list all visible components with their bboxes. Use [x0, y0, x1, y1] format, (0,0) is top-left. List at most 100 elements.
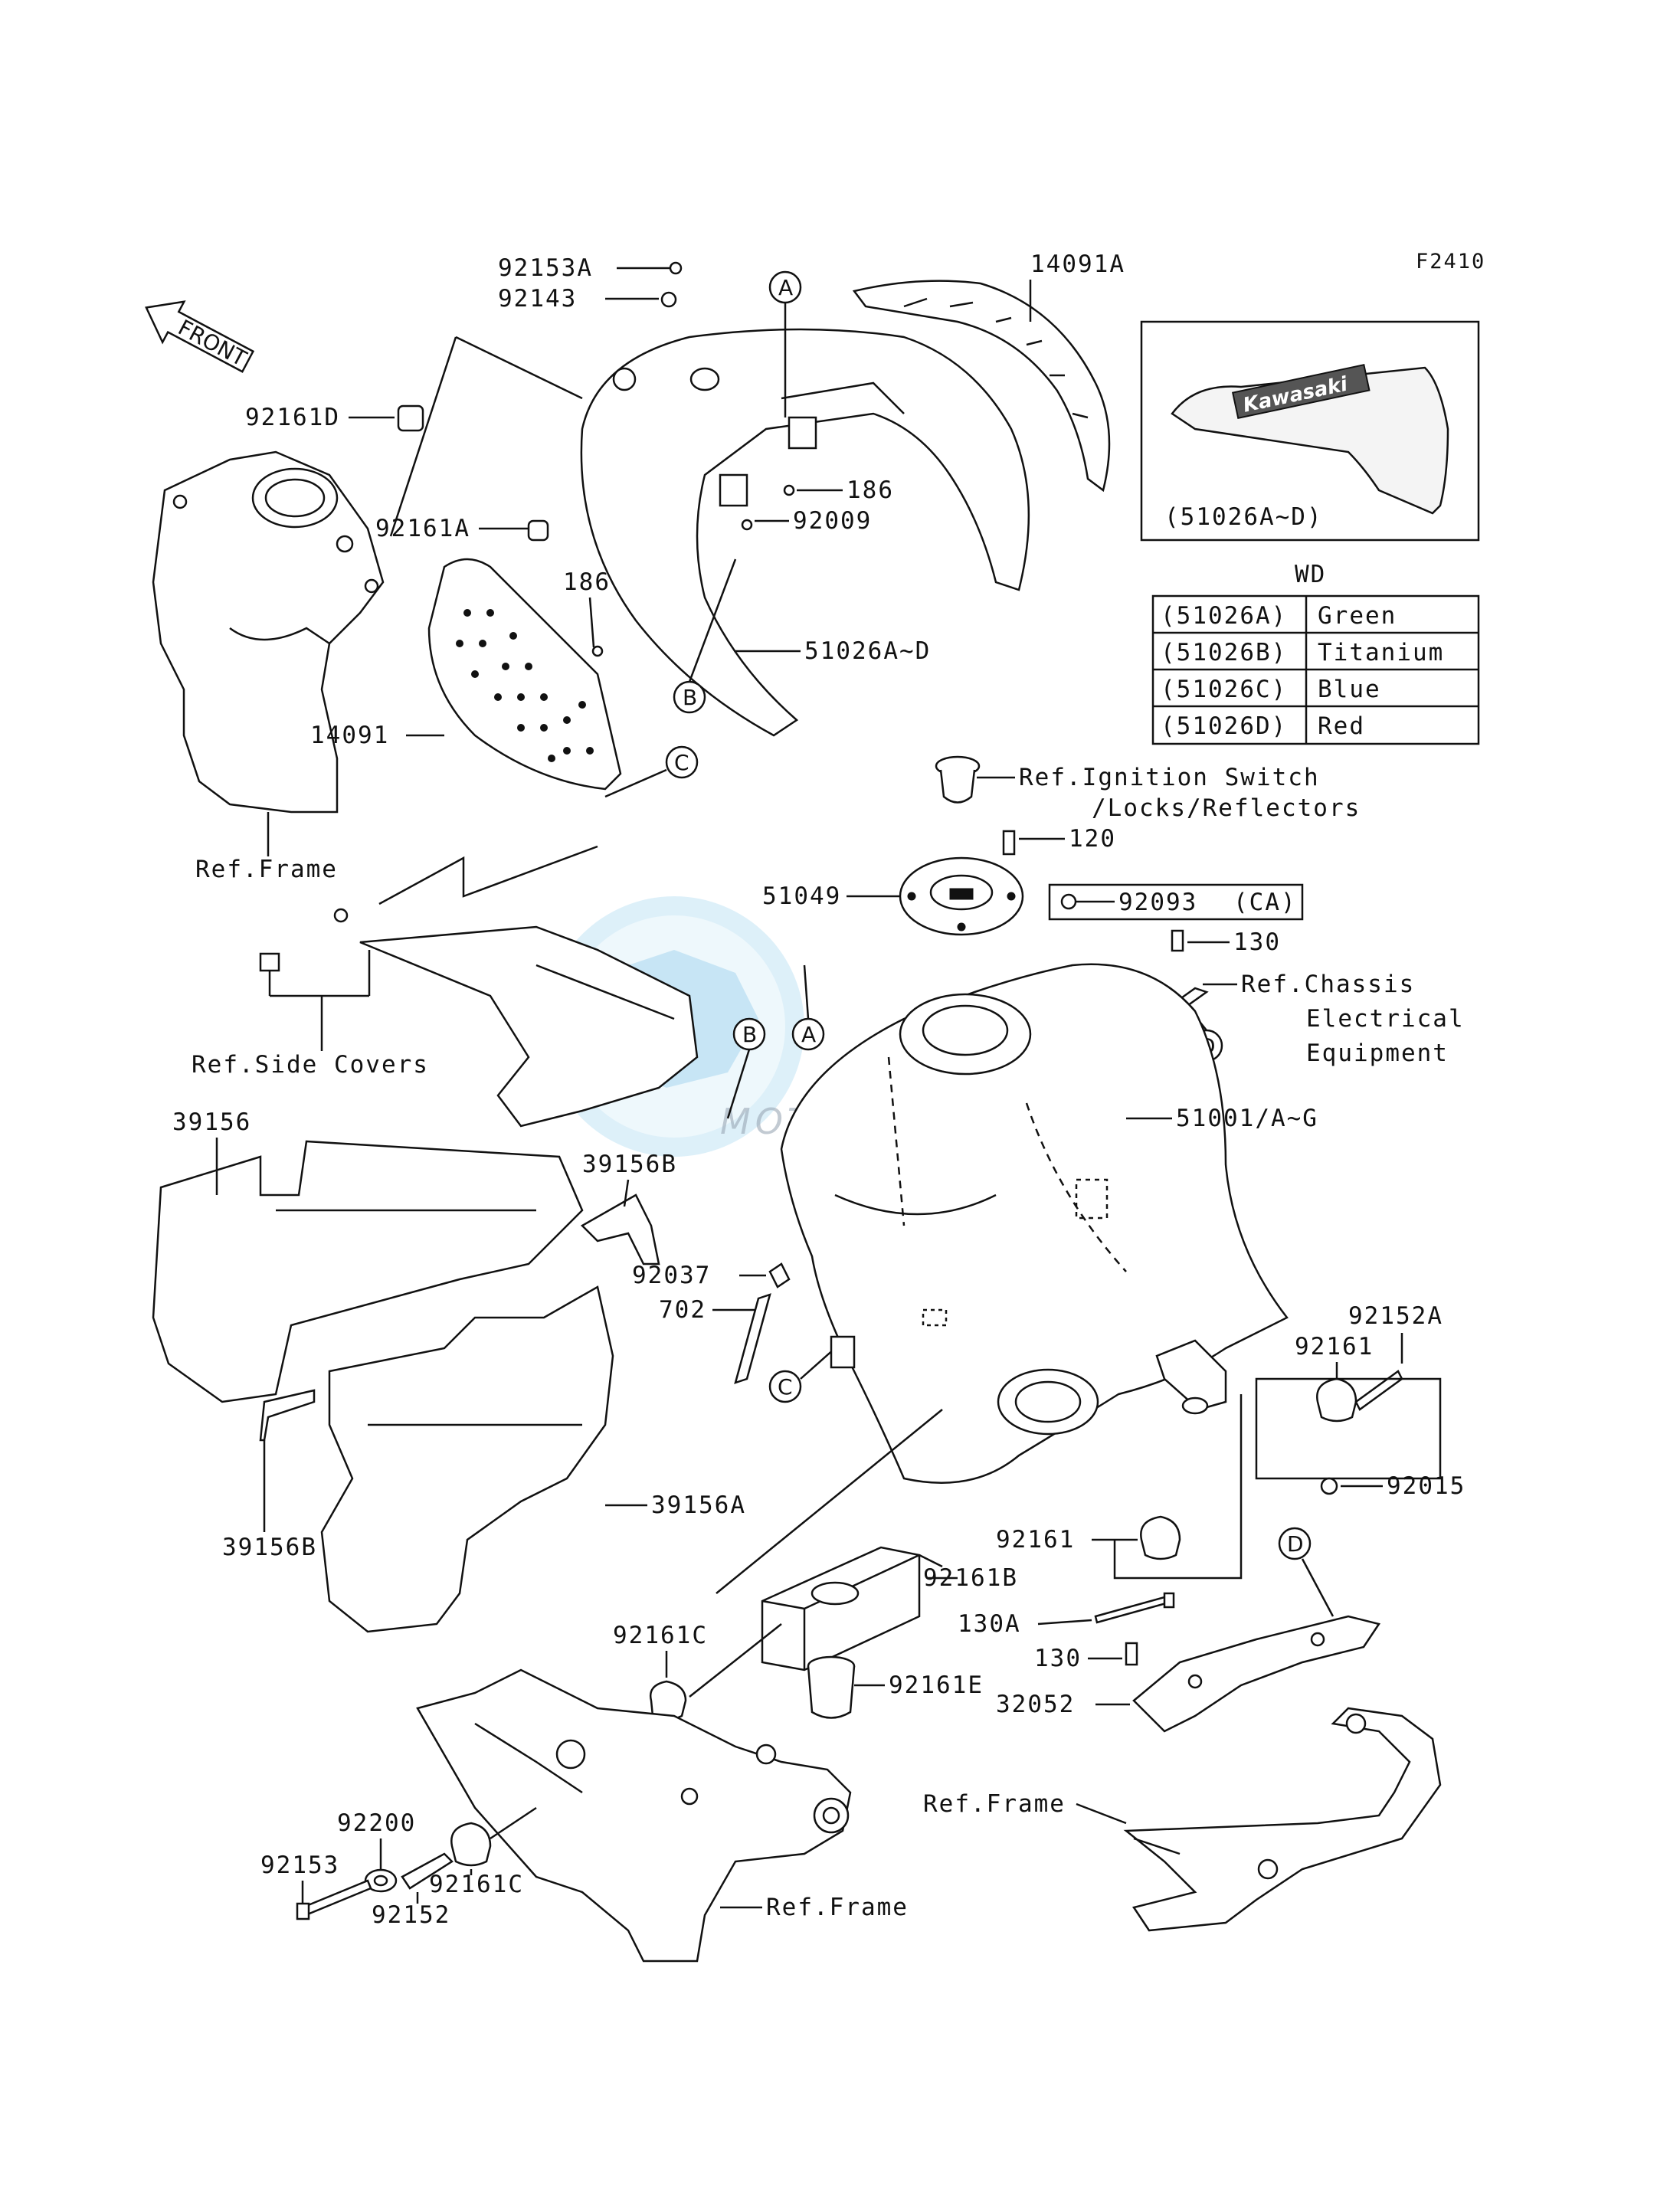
bolt-icon	[296, 1879, 372, 1920]
ref-ignition-label-1: Ref.Ignition Switch	[1019, 764, 1320, 791]
part-label-92200: 92200	[337, 1809, 416, 1837]
ref-ignition-label-2: /Locks/Reflectors	[1092, 794, 1361, 822]
rubber-damper-part	[450, 1822, 492, 1867]
part-label-92093-note: (CA)	[1233, 889, 1297, 916]
part-label-39156: 39156	[172, 1108, 251, 1136]
bracket-part	[1155, 1339, 1227, 1415]
part-label-14091A: 14091A	[1030, 250, 1125, 278]
bolt-icon	[1094, 1592, 1175, 1624]
part-label-32052: 32052	[996, 1691, 1075, 1718]
ref-frame-label-1: Ref.Frame	[195, 856, 338, 883]
bolt-icon	[397, 261, 795, 657]
ref-chassis-label-2: Electrical	[1306, 1005, 1465, 1033]
ref-marker-b: B	[726, 1017, 766, 1119]
part-label-92037: 92037	[632, 1262, 711, 1289]
part-label-92153: 92153	[260, 1852, 339, 1879]
ref-side-covers-label: Ref.Side Covers	[192, 1051, 429, 1079]
part-label-92152: 92152	[372, 1901, 450, 1929]
heat-shield-39156B	[580, 1193, 660, 1265]
table-row-color: Red	[1318, 712, 1365, 740]
svg-text:A: A	[778, 275, 793, 300]
part-label-702: 702	[659, 1296, 706, 1324]
rubber-damper-part	[1140, 1515, 1181, 1560]
ref-chassis-label-1: Ref.Chassis	[1241, 971, 1415, 998]
ref-marker-a: A	[791, 964, 825, 1051]
part-label-51049: 51049	[762, 882, 841, 910]
part-label-39156B-a: 39156B	[582, 1151, 677, 1178]
part-label-51026: 51026A~D	[804, 637, 931, 665]
part-label-92161A: 92161A	[375, 515, 470, 542]
main-frame-part	[416, 1668, 852, 1963]
ref-marker-b: B	[673, 558, 737, 714]
bracket-32052-part	[1132, 1615, 1381, 1733]
collar-part	[1354, 1370, 1403, 1411]
part-label-92015: 92015	[1387, 1472, 1465, 1500]
ignition-cap-part	[935, 755, 981, 804]
part-label-130b: 130	[1034, 1645, 1082, 1672]
part-label-186b: 186	[563, 568, 611, 596]
front-arrow-label: FRONT	[174, 315, 251, 372]
part-label-92161b: 92161	[996, 1526, 1075, 1554]
ref-marker-c: C	[768, 1347, 836, 1403]
part-label-92143: 92143	[498, 285, 577, 313]
part-label-92009: 92009	[793, 507, 872, 535]
part-label-92161C-a: 92161C	[613, 1622, 708, 1649]
heat-shield-39156B	[259, 1389, 316, 1442]
bolt-icon	[1125, 1642, 1138, 1666]
hose-part	[734, 1293, 771, 1384]
heat-shield-39156	[152, 1140, 584, 1403]
collar-part	[401, 1852, 454, 1890]
table-row-color: Green	[1318, 602, 1397, 630]
table-row-color: Blue	[1318, 676, 1381, 703]
part-label-92161C-b: 92161C	[429, 1871, 524, 1898]
inset-box: Kawasaki (51026A~D)	[1140, 320, 1480, 542]
part-label-14091: 14091	[310, 722, 389, 749]
table-row-part: (51026A)	[1161, 602, 1287, 630]
foam-block-part	[761, 1546, 921, 1671]
color-table-title: WD	[1295, 561, 1326, 588]
bolt-icon	[1171, 929, 1184, 952]
ref-chassis-label-3: Equipment	[1306, 1040, 1449, 1067]
part-label-92152A: 92152A	[1348, 1302, 1443, 1330]
fuel-cap-assembly-part	[899, 856, 1024, 936]
rear-frame-part	[1123, 1707, 1442, 1932]
front-frame-part	[152, 450, 385, 814]
part-label-39156A: 39156A	[651, 1491, 746, 1519]
part-label-92161a: 92161	[1295, 1333, 1374, 1360]
inset-caption: (51026A~D)	[1164, 503, 1323, 531]
ref-frame-label-3: Ref.Frame	[766, 1894, 909, 1921]
nut-icon	[1320, 1477, 1338, 1495]
ref-marker-a: A	[768, 270, 802, 417]
svg-text:C: C	[674, 750, 689, 775]
table-row-part: (51026C)	[1161, 676, 1287, 703]
part-label-130A: 130A	[958, 1610, 1021, 1638]
bolt-icon	[1002, 830, 1016, 856]
table-row-color: Titanium	[1318, 639, 1444, 666]
part-label-120: 120	[1069, 825, 1116, 853]
ref-frame-label-2: Ref.Frame	[923, 1790, 1066, 1818]
front-arrow-icon: FRONT	[145, 300, 255, 373]
part-label-92153A: 92153A	[498, 254, 593, 282]
part-label-130a: 130	[1233, 928, 1281, 956]
tank-cover-part	[580, 328, 1030, 737]
part-label-92093: 92093	[1118, 889, 1197, 916]
ref-marker-d: D	[1278, 1527, 1335, 1617]
part-label-92161E: 92161E	[889, 1671, 984, 1699]
color-table: WD (51026A) Green (51026B) Titanium (510…	[1151, 561, 1480, 745]
part-label-51001: 51001/A~G	[1176, 1105, 1318, 1132]
mesh-cover-14091	[427, 558, 622, 791]
heat-shield-39156A	[320, 1285, 614, 1633]
side-cover-part	[259, 908, 699, 1128]
mesh-cover-14091A	[852, 280, 1111, 493]
figure-code: F2410	[1416, 250, 1485, 273]
svg-text:B: B	[742, 1022, 757, 1047]
part-label-186a: 186	[847, 476, 894, 504]
table-row-part: (51026D)	[1161, 712, 1287, 740]
part-label-39156B-b: 39156B	[222, 1534, 317, 1561]
svg-text:C: C	[778, 1374, 793, 1400]
svg-text:B: B	[683, 685, 697, 710]
ref-marker-c: C	[604, 745, 699, 798]
clip-part	[768, 1262, 791, 1288]
svg-text:A: A	[801, 1022, 816, 1047]
